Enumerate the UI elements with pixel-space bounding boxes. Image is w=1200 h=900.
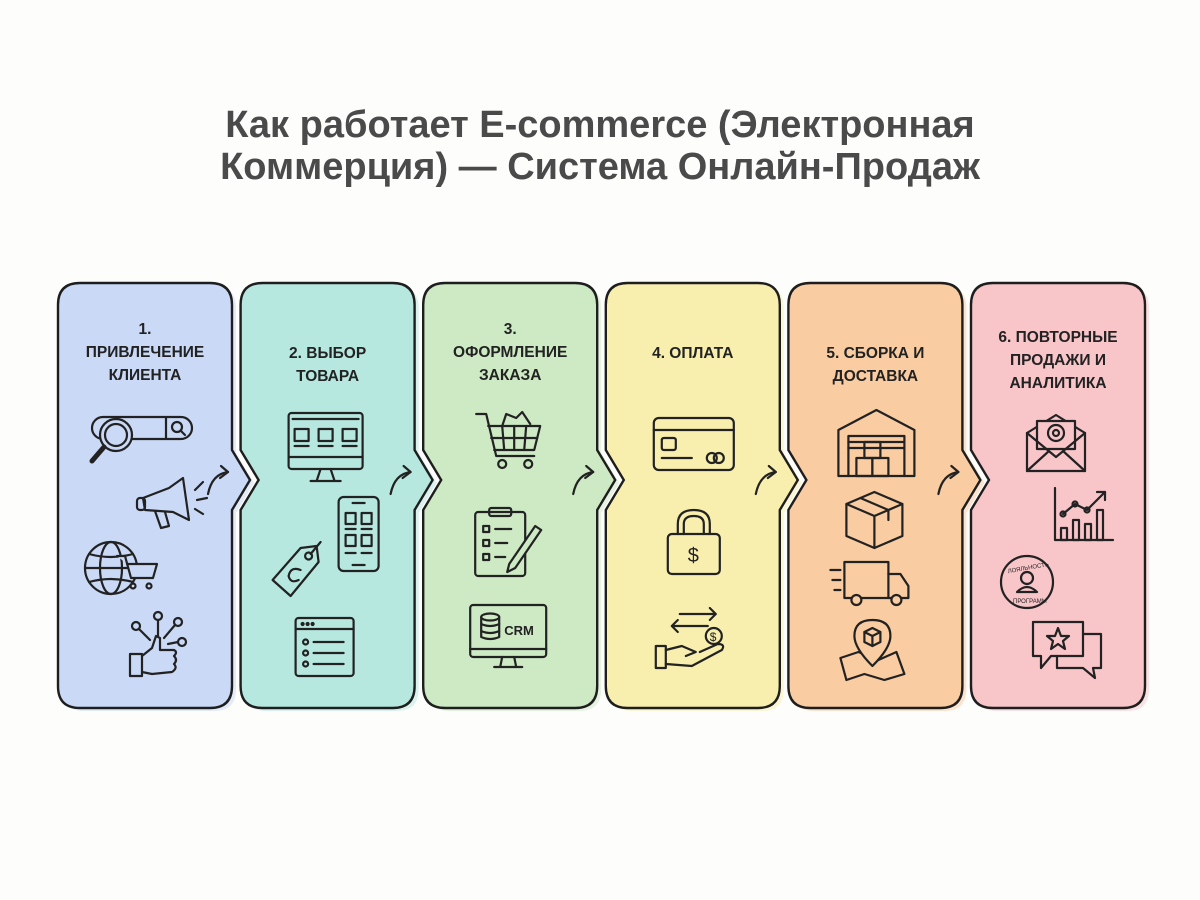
svg-text:$: $ [688, 545, 699, 567]
order-form-icon [474, 506, 543, 578]
analytics-chart-icon [1053, 486, 1115, 542]
title-line-2: Коммерция) — Система Онлайн-Продаж [220, 146, 980, 188]
review-star-icon [1031, 620, 1103, 680]
credit-card-icon [652, 416, 735, 472]
step-title-line: ОФОРМЛЕНИЕ [453, 344, 568, 361]
email-icon [1025, 413, 1087, 473]
step-panel-3 [422, 281, 617, 710]
warehouse-icon [837, 408, 916, 478]
delivery-truck-icon [829, 560, 910, 607]
flow-arrow-icon [572, 464, 595, 496]
svg-text:$: $ [710, 630, 717, 644]
secure-lock-icon: $ [666, 508, 721, 576]
price-tag-icon [271, 540, 322, 598]
mobile-catalog-icon [337, 495, 380, 573]
step-title-line: ТОВАРА [296, 368, 360, 385]
step-title-1: 1. ПРИВЛЕЧЕНИЕ КЛИЕНТА [58, 318, 232, 387]
step-title-line: ЗАКАЗА [478, 367, 542, 384]
svg-text:ПРОГРАММ: ПРОГРАММ [1013, 599, 1047, 605]
search-bar-icon [89, 415, 194, 464]
flow-arrow-icon [206, 464, 230, 496]
step-panel-6 [969, 281, 1147, 710]
shopping-cart-icon [475, 410, 542, 470]
catalog-monitor-icon [287, 411, 364, 483]
step-title-5: 5. СБОРКА И ДОСТАВКА [788, 342, 962, 388]
step-title-line: ДОСТАВКА [832, 368, 919, 385]
step-title-6: 6. ПОВТОРНЫЕ ПРОДАЖИ И АНАЛИТИКА [971, 326, 1145, 395]
step-panel-4 [604, 281, 800, 710]
step-panel-2 [239, 281, 434, 710]
svg-text:CRM: CRM [504, 623, 534, 638]
step-title-line: 4. ОПЛАТА [652, 345, 734, 362]
globe-cart-icon [83, 540, 159, 596]
step-title-line: 3. [503, 321, 517, 338]
title-line-1: Как работает E-commerce (Электронная [225, 104, 975, 146]
flow-arrow-icon [937, 464, 960, 496]
step-title-line: ПРОДАЖИ И [1010, 352, 1106, 369]
flow-arrow-icon [389, 464, 412, 496]
product-list-icon [294, 616, 355, 678]
step-title-line: 1. [138, 321, 152, 338]
step-title-line: ПРИВЛЕЧЕНИЕ [85, 344, 205, 361]
payment-transfer-icon: $ [654, 606, 725, 670]
step-title-3: 3. ОФОРМЛЕНИЕ ЗАКАЗА [423, 318, 597, 387]
social-like-icon [128, 610, 188, 678]
map-location-icon [839, 618, 906, 682]
step-title-line: АНАЛИТИКА [1009, 375, 1107, 392]
page-title: Как работает E-commerce (Электронная Ком… [0, 104, 1200, 188]
package-box-icon [845, 490, 904, 550]
megaphone-icon [135, 476, 209, 530]
step-panel-1 [56, 281, 252, 710]
flow-arrow-icon [754, 464, 777, 496]
step-title-line: 6. ПОВТОРНЫЕ [998, 329, 1118, 346]
step-title-line: 5. СБОРКА И [826, 345, 925, 362]
crm-monitor-icon: CRM [469, 603, 548, 669]
step-title-4: 4. ОПЛАТА [606, 342, 780, 365]
step-title-line: КЛИЕНТА [108, 367, 182, 384]
step-title-2: 2. ВЫБОР ТОВАРА [241, 342, 415, 388]
step-title-line: 2. ВЫБОР [289, 345, 367, 362]
